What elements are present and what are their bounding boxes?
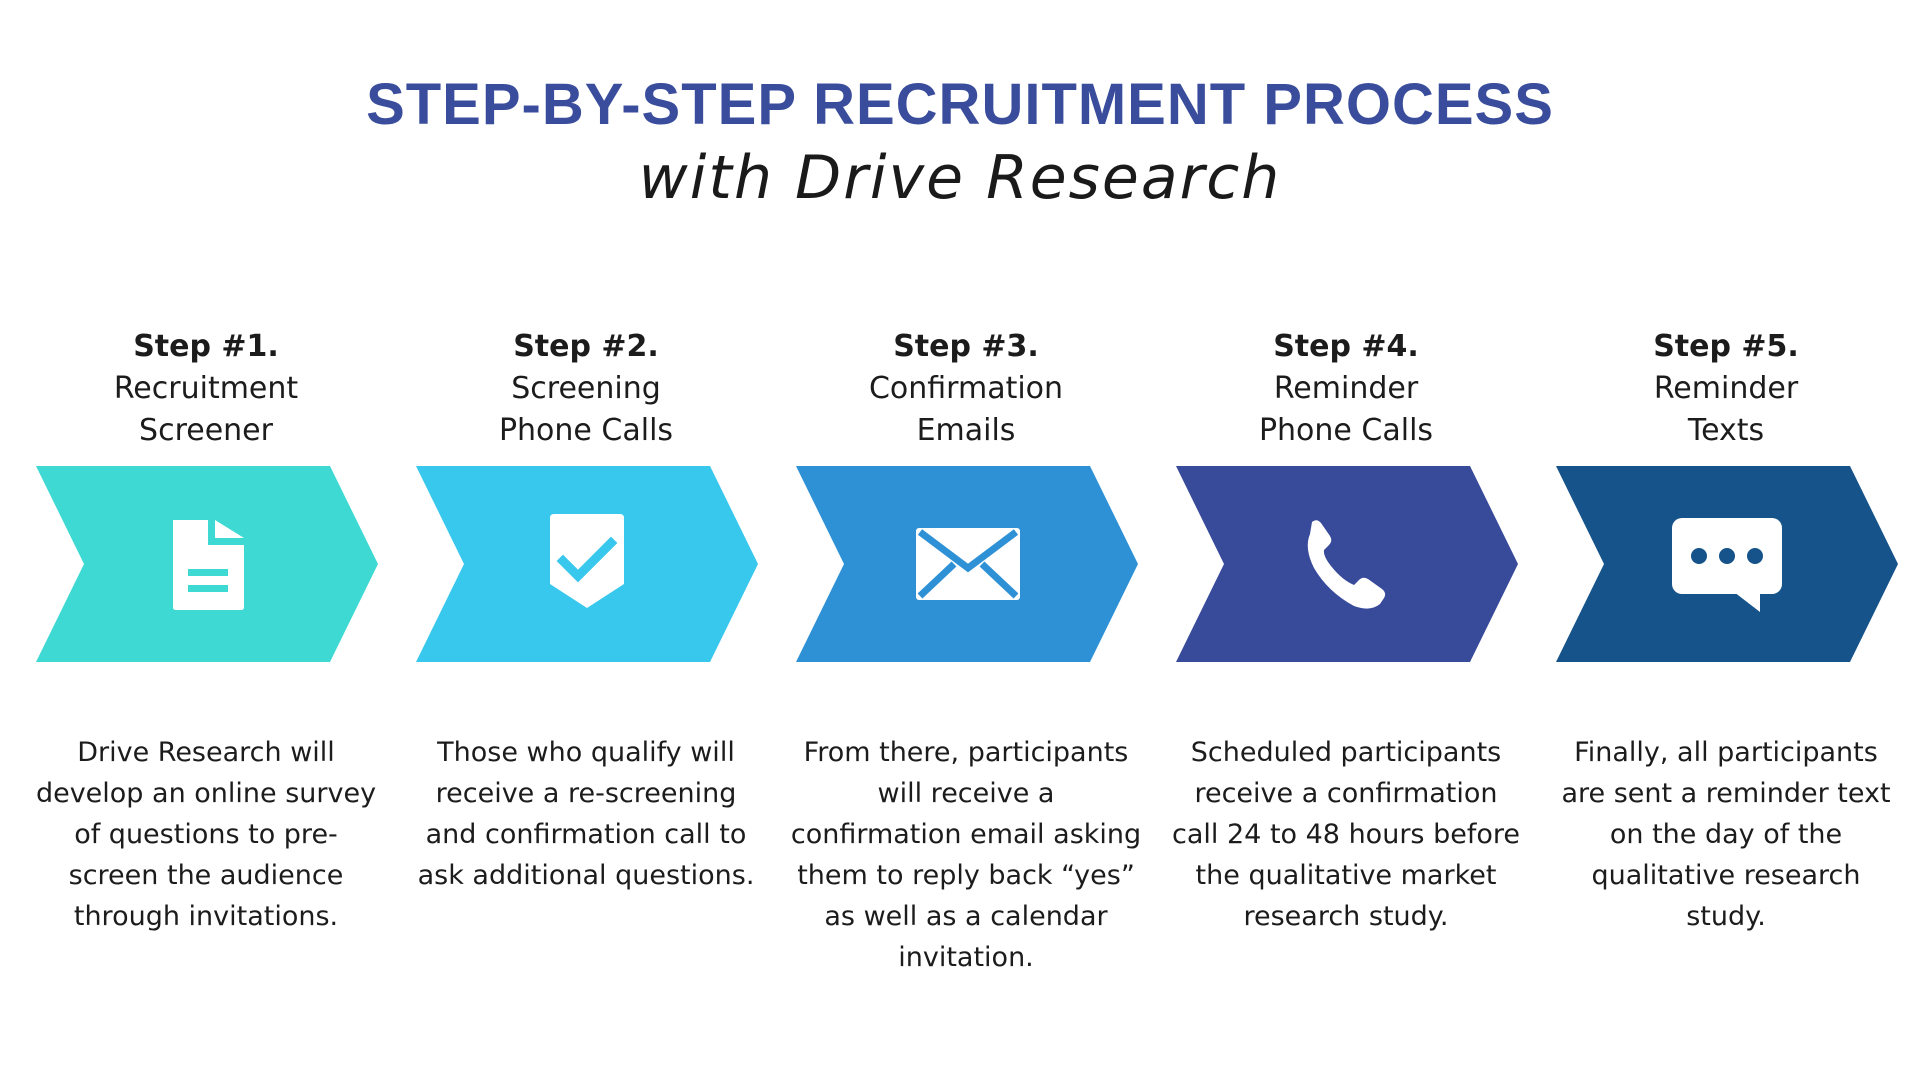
envelope-icon xyxy=(916,528,1020,600)
step-1-number: Step #1. xyxy=(133,329,279,364)
step-4-name-line2: Phone Calls xyxy=(1258,413,1434,448)
step-4-chevron-shape xyxy=(1176,466,1518,662)
step-1-description: Drive Research will develop an online su… xyxy=(35,737,377,932)
step-2-description: Those who qualify will receive a re-scre… xyxy=(417,737,755,891)
step-1-heading: Step #1. Recruitment Screener xyxy=(36,326,376,452)
step-3-name-line1: Confirmation xyxy=(868,371,1064,406)
step-4-heading: Step #4. Reminder Phone Calls xyxy=(1176,326,1516,452)
step-4-description: Scheduled participants receive a confirm… xyxy=(1172,737,1520,932)
page-subtitle: with Drive Research xyxy=(638,143,1282,213)
step-2-heading: Step #2. Screening Phone Calls xyxy=(416,326,756,452)
step-2-number: Step #2. xyxy=(513,329,659,364)
chat-bubble-icon xyxy=(1672,518,1782,612)
step-4-number: Step #4. xyxy=(1273,329,1419,364)
document-icon xyxy=(173,520,244,610)
step-5-name-line1: Reminder xyxy=(1653,371,1799,406)
checkmark-shield-icon xyxy=(550,514,624,608)
step-1-name-line2: Screener xyxy=(139,413,273,448)
step-1-chevron xyxy=(36,466,378,662)
step-4-chevron-fill xyxy=(1176,466,1518,662)
step-3-chevron xyxy=(796,466,1138,662)
step-3-heading: Step #3. Confirmation Emails xyxy=(796,326,1136,452)
step-5-description: Finally, all participants are sent a rem… xyxy=(1561,737,1891,932)
step-3-number: Step #3. xyxy=(893,329,1039,364)
step-3-description: From there, participants will receive a … xyxy=(790,737,1142,973)
step-5-heading: Step #5. Reminder Texts xyxy=(1556,326,1896,452)
step-1-name-line1: Recruitment xyxy=(113,371,299,406)
step-4-name-line1: Reminder xyxy=(1273,371,1419,406)
step-2-name-line2: Phone Calls xyxy=(498,413,674,448)
step-2-chevron xyxy=(416,466,758,662)
step-5-number: Step #5. xyxy=(1653,329,1799,364)
step-2-name-line1: Screening xyxy=(511,371,661,406)
step-5-name-line2: Texts xyxy=(1687,413,1765,448)
phone-icon xyxy=(1307,520,1386,609)
step-3-name-line2: Emails xyxy=(916,413,1016,448)
step-5-chevron xyxy=(1556,466,1898,662)
page-title: STEP-BY-STEP RECRUITMENT PROCESS xyxy=(366,72,1554,137)
step-4-chevron xyxy=(1176,466,1518,662)
